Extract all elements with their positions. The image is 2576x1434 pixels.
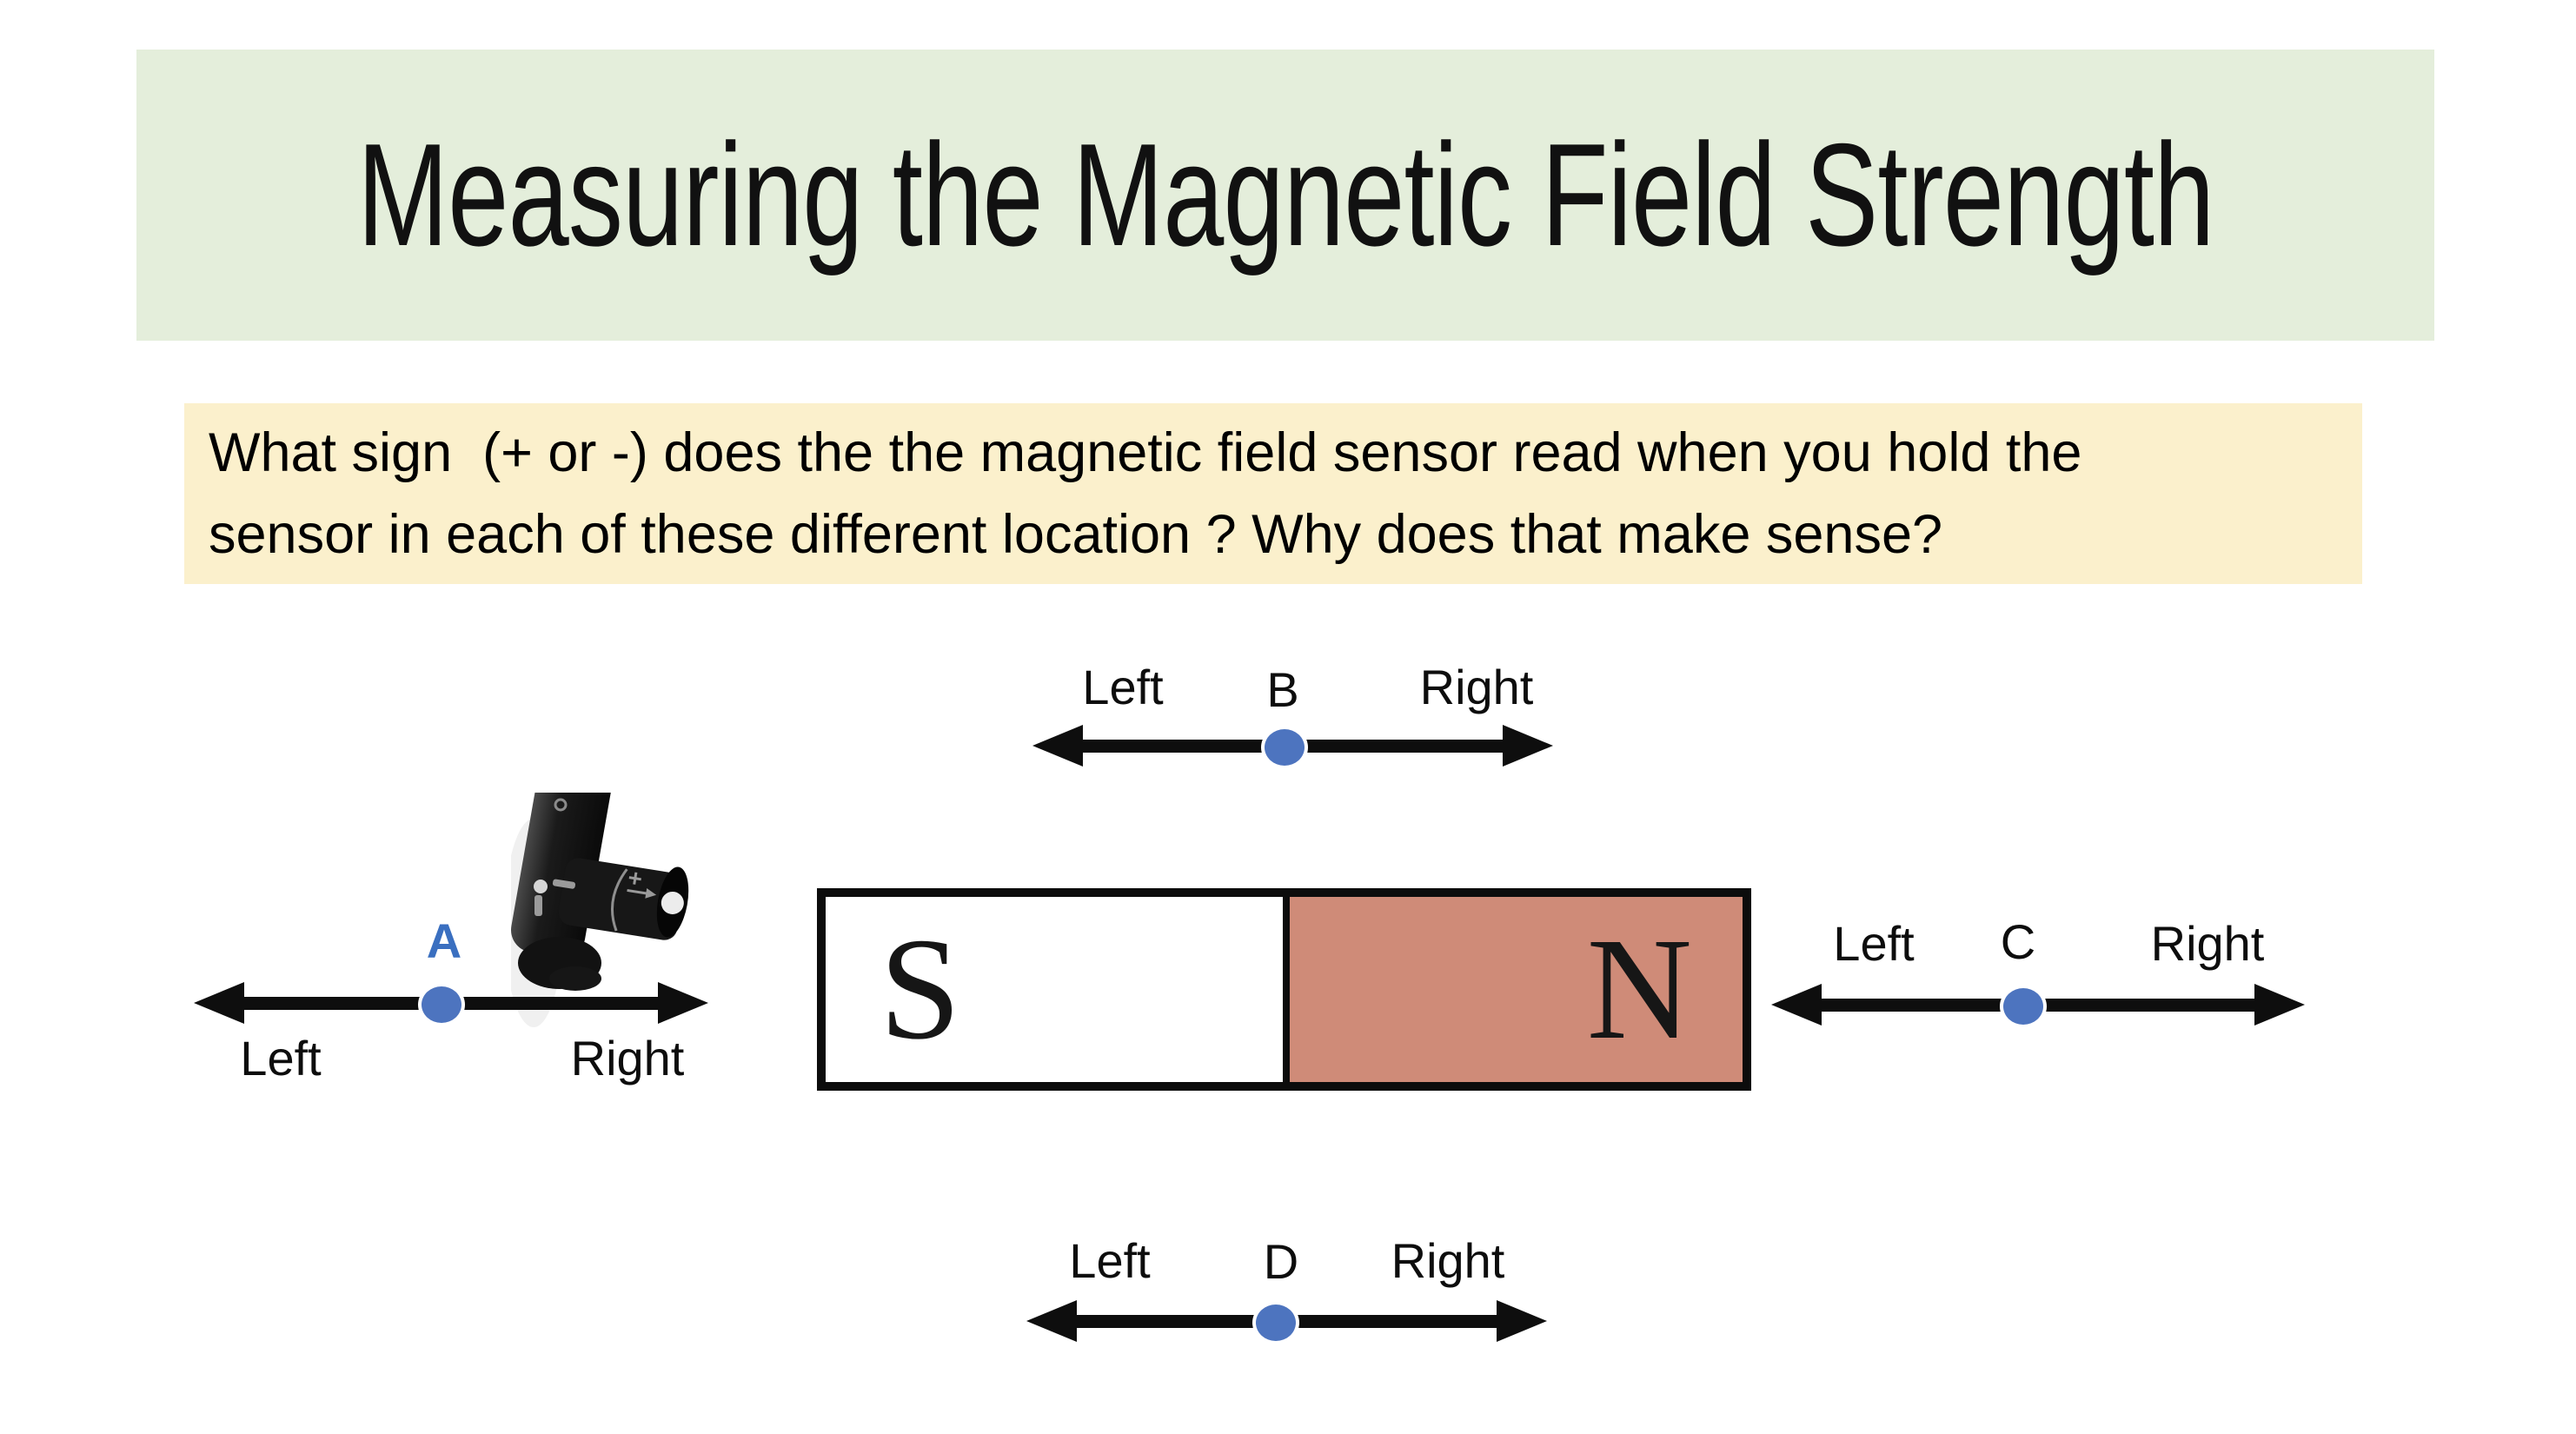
south-pole-label: S (880, 908, 961, 1070)
magnetic-field-sensor-image (511, 793, 689, 1027)
right-label-b: Right (1419, 660, 1534, 714)
position-label-c: C (2000, 914, 2036, 969)
title-banner: Measuring the Magnetic Field Strength (136, 50, 2434, 341)
position-dot-b (1261, 726, 1308, 769)
left-label-a: Left (240, 1031, 322, 1085)
axis-arrow-c (1771, 984, 2305, 1026)
right-label-d: Right (1391, 1233, 1505, 1288)
magnet-south-pole: S (826, 897, 1290, 1082)
right-label-c: Right (2150, 916, 2265, 971)
question-line-1: What sign (+ or -) does the the magnetic… (209, 422, 2082, 483)
left-label-c: Left (1833, 916, 1915, 971)
arrowhead-right-icon (1503, 725, 1553, 767)
arrowhead-right-icon (2254, 984, 2305, 1026)
magnet-north-pole: N (1289, 897, 1743, 1082)
arrowhead-right-icon (1497, 1300, 1547, 1342)
question-line-2: sensor in each of these different locati… (209, 504, 1943, 565)
right-label-a: Right (570, 1031, 685, 1085)
position-label-b: B (1266, 662, 1299, 717)
position-dot-c (2000, 985, 2047, 1028)
north-pole-label: N (1586, 908, 1692, 1070)
question-box: What sign (+ or -) does the the magnetic… (184, 403, 2362, 584)
position-dot-a (418, 983, 465, 1026)
page-title: Measuring the Magnetic Field Strength (356, 113, 2214, 276)
position-label-a: A (426, 913, 462, 968)
left-label-b: Left (1082, 660, 1164, 714)
bar-magnet: S N (817, 888, 1751, 1091)
arrowhead-right-icon (658, 982, 708, 1024)
position-dot-d (1252, 1301, 1299, 1344)
position-label-d: D (1263, 1234, 1299, 1289)
left-label-d: Left (1069, 1233, 1151, 1288)
